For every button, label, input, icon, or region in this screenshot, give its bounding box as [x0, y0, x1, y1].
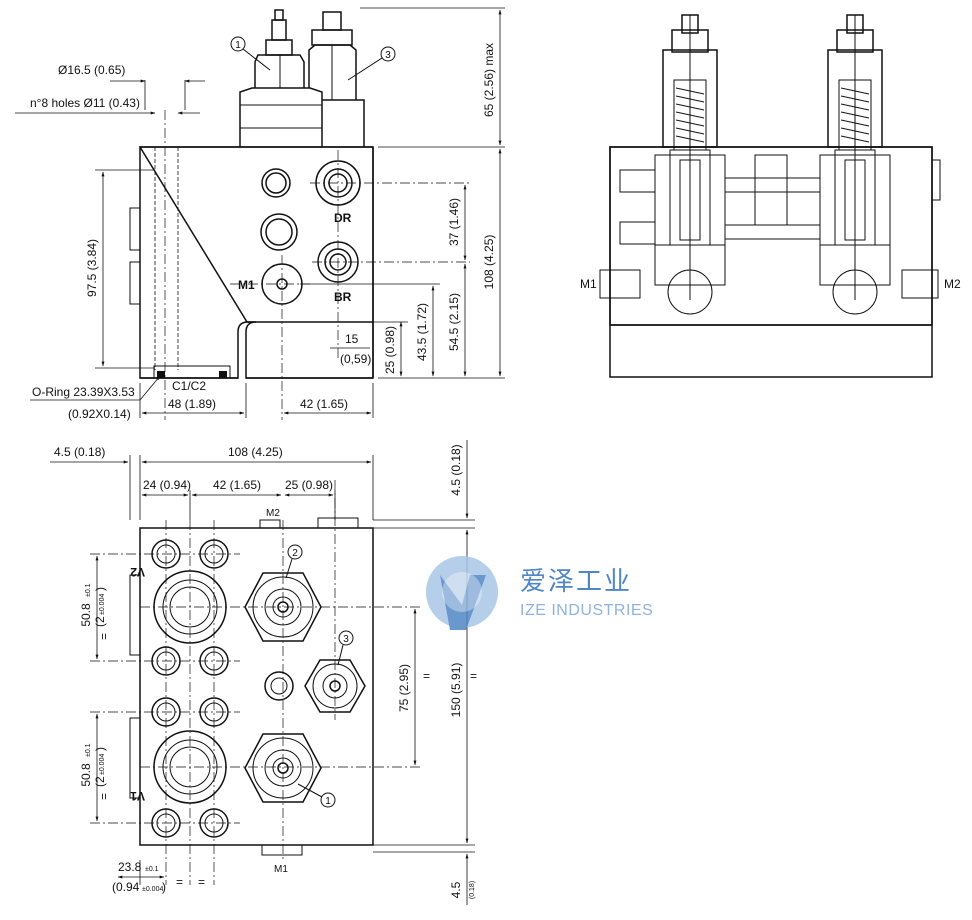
- oring-spec-imperial: (0.92X0.14): [68, 407, 131, 421]
- top-dim-50-8-b-imperial-tol: ±0.004: [99, 754, 106, 775]
- dim-43-5: 43.5 (1.72): [415, 303, 429, 361]
- section-port-m1: M1: [580, 277, 597, 291]
- eq-mark-75: =: [423, 669, 430, 683]
- top-dim-50-8-a-imperial: (2: [93, 616, 107, 627]
- watermark-brand-cn: 爱泽工业: [520, 567, 632, 597]
- dim-65-max: 65 (2.56) max: [482, 43, 496, 117]
- callout-1: 1: [235, 40, 241, 51]
- dim-108: 108 (4.25): [482, 235, 496, 290]
- port-label-c1c2: C1/C2: [172, 379, 206, 393]
- dim-diameter-16-5: Ø16.5 (0.65): [58, 63, 125, 77]
- dim-97-5: 97.5 (3.84): [85, 239, 99, 297]
- dim-25: 25 (0.98): [383, 326, 397, 374]
- top-dim-50-8-b-tol: ±0.1: [85, 743, 92, 757]
- top-dim-50-8-a-close: ): [93, 587, 107, 591]
- watermark: 爱泽工业 IZE INDUSTRIES: [426, 556, 653, 630]
- top-dim-75: 75 (2.95): [397, 664, 411, 712]
- top-port-v1: V1: [130, 789, 145, 803]
- top-dim-150: 150 (5.91): [449, 663, 463, 718]
- top-dim-0-94-close: ): [162, 880, 166, 894]
- eq-mark-150: =: [470, 669, 477, 683]
- top-dim-24: 24 (0.94): [143, 478, 191, 492]
- top-dim-50-8-b: 50.8: [79, 763, 93, 787]
- port-label-dr: DR: [334, 211, 352, 225]
- top-dim-4-5-bottom-imperial: (0.18): [469, 881, 476, 899]
- ize-logo: [426, 556, 498, 630]
- front-view: DR BR M1 C1/C2 1 3 Ø16.5 (0.65) n°8 hole…: [15, 7, 505, 421]
- callout-3: 3: [385, 50, 391, 61]
- top-dim-50-8-b-imperial: (2: [93, 776, 107, 787]
- dim-54-5: 54.5 (2.15): [447, 293, 461, 351]
- section-view: M1 M2: [580, 14, 961, 378]
- callout-circle-1: [230, 36, 246, 52]
- top-dim-4-5-left: 4.5 (0.18): [54, 445, 105, 459]
- port-label-m1: M1: [238, 278, 255, 292]
- top-dim-23-8: 23.8: [118, 860, 142, 874]
- dim-48: 48 (1.89): [168, 397, 216, 411]
- cartridge-left: [662, 14, 718, 300]
- top-dim-0-94: (0.94: [112, 880, 140, 894]
- top-dim-42: 42 (1.65): [213, 478, 261, 492]
- oring-spec: O-Ring 23.39X3.53: [32, 385, 135, 399]
- dim-holes: n°8 holes Ø11 (0.43): [30, 96, 140, 110]
- port-label-br: BR: [334, 290, 352, 304]
- top-dim-50-8-b-close: ): [93, 747, 107, 751]
- watermark-brand-en: IZE INDUSTRIES: [520, 602, 653, 619]
- top-dim-0-94-tol: ±0.004: [142, 886, 163, 893]
- dim-15: 15: [345, 332, 359, 346]
- callout-circle-3: [380, 46, 396, 62]
- eq-mark-bottom-a: =: [176, 875, 183, 889]
- top-callout-1: 1: [325, 796, 331, 807]
- cartridge-right: [827, 14, 883, 300]
- top-dim-4-5-top: 4.5 (0.18): [449, 444, 463, 495]
- top-dim-25: 25 (0.98): [285, 478, 333, 492]
- eq-mark-bottom-b: =: [198, 875, 205, 889]
- section-port-m2: M2: [944, 277, 961, 291]
- top-dim-50-8-a: 50.8: [79, 603, 93, 627]
- top-view: M2 M1 V2 V1 2 3 1 4.5 (0.18) 108 (4.25) …: [50, 440, 477, 905]
- eq-mark-v1: =: [97, 793, 111, 800]
- dim-42: 42 (1.65): [300, 397, 348, 411]
- top-dim-108: 108 (4.25): [228, 445, 283, 459]
- top-callout-2: 2: [292, 548, 298, 559]
- top-dim-23-8-tol: ±0.1: [145, 866, 159, 873]
- dim-37: 37 (1.46): [447, 198, 461, 246]
- top-port-v2: V2: [130, 565, 145, 579]
- top-dim-50-8-a-tol: ±0.1: [85, 583, 92, 597]
- top-dim-50-8-a-imperial-tol: ±0.004: [99, 594, 106, 615]
- top-dim-4-5-bottom: 4.5: [449, 881, 463, 898]
- top-port-m2: M2: [266, 508, 280, 519]
- top-port-m1: M1: [274, 864, 288, 875]
- top-callout-3: 3: [343, 634, 349, 645]
- eq-mark-v2: =: [97, 633, 111, 640]
- dim-15-imperial: (0,59): [340, 352, 371, 366]
